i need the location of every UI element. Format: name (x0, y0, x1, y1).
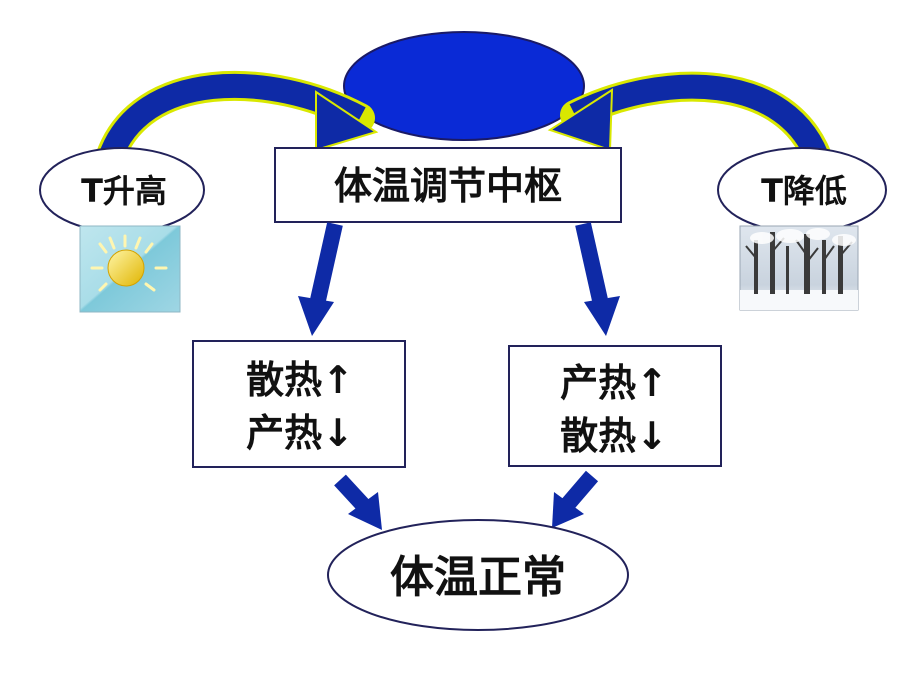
curved-arrow-left (95, 70, 379, 173)
arrow-center-to-left (298, 222, 343, 336)
snowy-trees-image (739, 225, 859, 311)
normal-temperature-ellipse (327, 519, 629, 631)
control-center-ellipse (343, 31, 585, 141)
control-center-box (274, 147, 622, 223)
arrow-left-to-result (334, 474, 382, 530)
arrow-center-to-right (575, 222, 620, 336)
curved-arrow-right (547, 71, 835, 180)
temp-high-label: T升高 (81, 172, 167, 210)
heat-production-line1: 产热↑ (560, 361, 668, 405)
sun-image (79, 225, 181, 313)
control-center-label: 体温调节中枢 (334, 164, 562, 208)
normal-temperature-label: 体温正常 (390, 552, 566, 603)
arrow-right-to-result (552, 470, 599, 528)
heat-production-line2: 散热↓ (560, 414, 668, 458)
heat-loss-line1: 散热↑ (246, 358, 354, 402)
heat-loss-box (192, 340, 406, 468)
heat-production-box (508, 345, 722, 467)
heat-loss-line2: 产热↓ (246, 411, 354, 455)
temp-low-label: T降低 (761, 172, 847, 210)
